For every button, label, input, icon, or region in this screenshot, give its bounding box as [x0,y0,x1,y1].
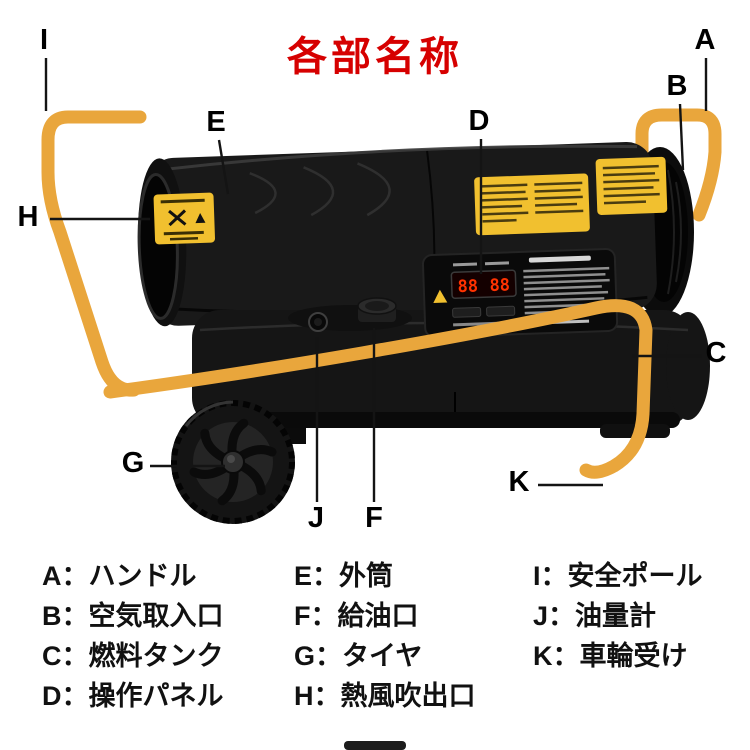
legend-item-J: J：油量計 [533,601,657,631]
legend-item-G: G：タイヤ [294,641,423,671]
display-digits-right: 88 [489,275,510,296]
legend-column-2: E：外筒 F：給油口 G：タイヤ H：熱風吹出口 [294,556,476,716]
legend-item-B: B：空気取入口 [42,601,224,631]
callout-letter-C: C [705,337,727,369]
instruction-sticker-small [595,156,668,215]
wheel-support-bar [103,299,653,479]
panel-button [486,305,516,317]
oil-gauge [308,312,328,332]
handle-frame-front [41,110,653,479]
legend-column-3: I：安全ポール J：油量計 K：車輪受け [533,556,703,676]
page-title: 各部名称 [287,35,463,79]
legend-item-E: E：外筒 [294,561,394,591]
bottom-bar [344,741,406,750]
pointer-line-E [217,139,230,195]
warning-sticker-left [153,192,216,245]
callout-letter-I: I [39,24,49,56]
legend-item-C: C：燃料タンク [42,641,224,671]
warning-triangle-icon [433,289,448,304]
callout-letter-F: F [365,502,383,534]
panel-button [452,306,482,318]
callout-letter-B: B [666,70,688,102]
wheel [171,400,295,524]
safety-pole [41,110,147,397]
heater-illustration: 88 88 [41,58,722,524]
callout-letter-H: H [17,201,39,233]
callout-letter-J: J [307,502,325,534]
legend-item-H: H：熱風吹出口 [294,681,476,711]
callout-letter-D: D [468,105,490,137]
digital-display [450,269,517,300]
callout-letter-A: A [694,24,716,56]
handle-frame-right [635,108,722,222]
pointer-line-B [678,103,685,171]
callout-letter-K: K [508,466,530,498]
fuel-filler-cap [357,297,397,322]
display-digits-left: 88 [457,276,478,297]
legend-item-D: D：操作パネル [42,681,224,711]
legend-column-1: A：ハンドル B：空気取入口 C：燃料タンク D：操作パネル [42,556,224,716]
callout-letter-E: E [206,106,226,138]
callout-lines [44,58,708,502]
legend-item-A: A：ハンドル [42,561,197,591]
legend-item-K: K：車輪受け [533,641,688,671]
legend-item-I: I：安全ポール [533,561,703,591]
legend-item-F: F：給油口 [294,601,419,631]
callout-letter-G: G [121,447,145,479]
instruction-sticker-large [474,173,590,236]
